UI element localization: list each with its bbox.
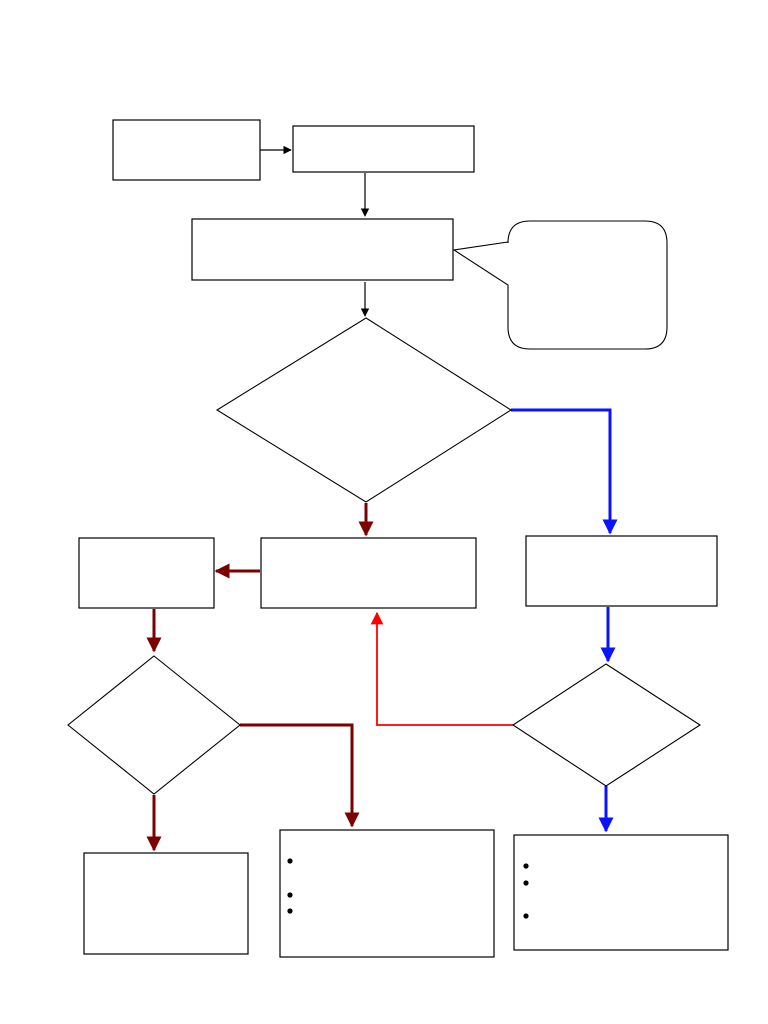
bullet-box-right <box>513 834 729 951</box>
left-action-box <box>78 537 215 609</box>
decision-left <box>67 655 241 795</box>
end-left-box <box>83 852 249 955</box>
bullet-right-2 <box>523 880 529 886</box>
center-action-box <box>260 537 477 609</box>
edge-decision-right-loop-back <box>370 611 513 726</box>
bullet-right-3 <box>523 913 529 919</box>
edge-decision-left-to-bullets <box>240 723 360 828</box>
step-1-box <box>292 125 475 173</box>
bullet-center-1 <box>287 858 293 864</box>
edge-decision-to-right <box>511 408 618 535</box>
decision-main <box>215 317 513 503</box>
right-action-box <box>525 535 718 607</box>
bullet-center-2 <box>287 892 293 898</box>
flowchart-nodes <box>67 119 729 958</box>
connectors <box>146 145 618 852</box>
decision-right <box>511 663 702 787</box>
start-box <box>112 119 261 181</box>
note-callout <box>452 220 668 350</box>
bullet-right-1 <box>523 863 529 869</box>
bullet-center-3 <box>287 908 293 914</box>
step-2-box <box>191 218 454 281</box>
bullet-box-center <box>279 829 495 958</box>
